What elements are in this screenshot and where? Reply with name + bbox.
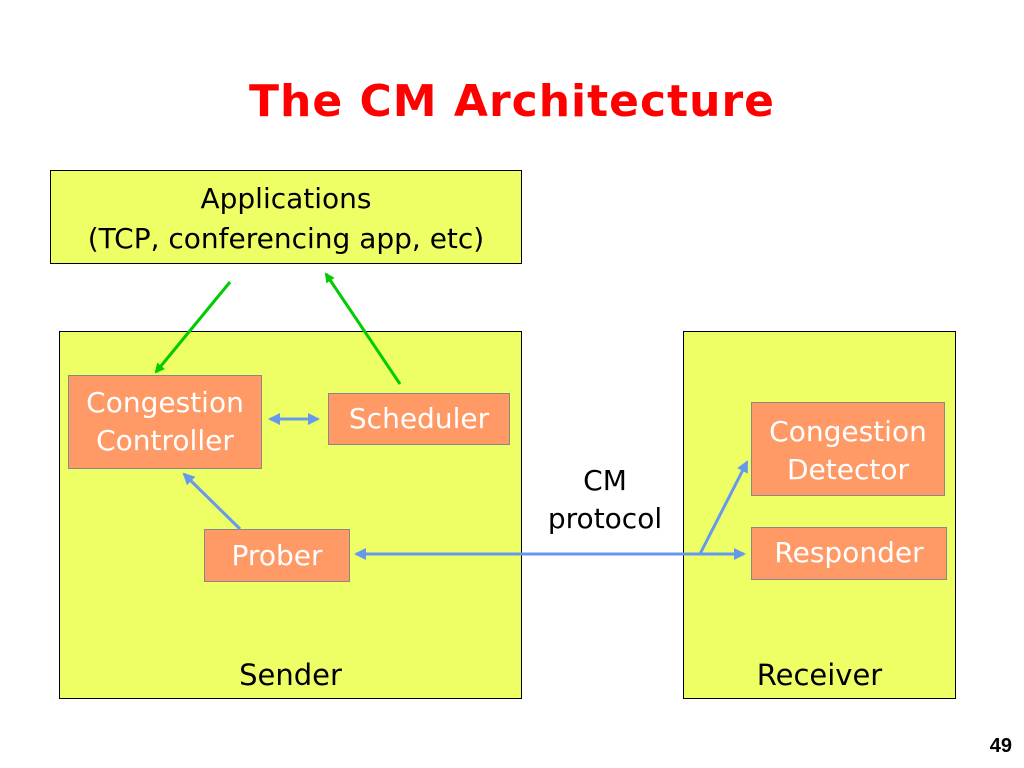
prober-label: Prober (231, 539, 323, 572)
cm-protocol-label: CM protocol (530, 462, 680, 538)
applications-examples: (TCP, conferencing app, etc) (87, 222, 485, 255)
receiver-label: Receiver (756, 658, 883, 692)
congestion-controller-box: Congestion Controller (68, 375, 262, 469)
responder-box: Responder (751, 527, 947, 580)
applications-label: Applications (200, 182, 372, 215)
page-number: 49 (989, 735, 1012, 757)
sender-label: Sender (239, 658, 342, 692)
prober-box: Prober (204, 529, 350, 582)
slide-title: The CM Architecture (249, 76, 775, 127)
cm-protocol-line1: CM (583, 464, 627, 497)
congestion-detector-line1: Congestion (769, 415, 927, 448)
applications-box: Applications (TCP, conferencing app, etc… (50, 170, 522, 264)
responder-label: Responder (774, 536, 924, 569)
cm-protocol-line2: protocol (547, 502, 663, 535)
congestion-detector-box: Congestion Detector (751, 402, 945, 496)
congestion-controller-line2: Controller (96, 424, 234, 457)
receiver-box: Receiver (683, 331, 956, 699)
scheduler-box: Scheduler (328, 393, 510, 445)
scheduler-label: Scheduler (348, 402, 490, 435)
congestion-controller-line1: Congestion (86, 386, 244, 419)
congestion-detector-line2: Detector (786, 453, 909, 486)
